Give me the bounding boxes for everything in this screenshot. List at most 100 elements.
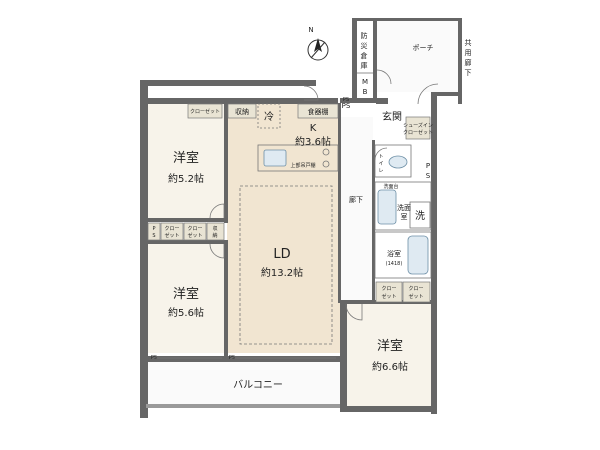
ps-mid-label: PS [343,97,349,103]
ps-left-p: P [152,226,155,232]
wall-bottom-right [344,406,437,412]
mb-label-b: B [363,88,368,96]
ld-size: 約13.2帖 [261,266,303,279]
wall-room1-bottom [148,218,228,222]
balcony-floor [146,362,344,404]
corridor-floor [340,117,373,302]
fridge-label: 冷 [264,110,274,123]
washroom-label-1: 洗面 [397,203,411,212]
bathroom-room [374,231,432,279]
storage-small-bottom: 納 [212,232,217,239]
ld-name: LD [273,247,290,262]
toilet-label-3: レ [378,168,383,174]
wall-balcony-right [340,303,347,412]
storage-small-top: 収 [212,225,217,232]
wall-balcony-inner [146,356,344,362]
porch-name: ポーチ [413,44,434,52]
washroom-note: 洗面台 [383,183,398,190]
wall-entry-top [340,98,376,103]
wall-room1-ldk [224,103,228,223]
room2-size: 約5.6帖 [168,306,204,319]
wall-top-mid [148,98,338,104]
closet-a-bottom: ゼット [164,232,179,239]
ps-right-p: P [426,162,430,170]
kitchen-sink [263,149,287,167]
disaster-storage-2: 災 [361,42,368,50]
stove-burner-2 [322,160,330,168]
wall-porch-bottom [437,92,462,96]
disaster-storage-3: 倉 [361,51,368,60]
wall-storage-left [352,18,357,100]
bathroom-size: (1418) [386,261,403,267]
room3-size: 約6.6帖 [372,360,408,373]
door-toilet [374,147,388,161]
kitchen-counter [257,144,339,172]
ps-top-label: PS [342,102,351,110]
compass-north: N [308,26,313,34]
closet-a-top: クロー [164,226,179,232]
wall-room2-top [148,240,228,244]
shoe-closet [405,116,431,140]
shared-corridor-3: 廊 [465,58,472,67]
porch-floor [376,20,462,92]
washroom-label-2: 室 [401,212,408,221]
ps-left-s: S [152,233,155,239]
room1-closet-label: クローゼット [190,108,220,115]
room1-size: 約5.2帖 [168,172,204,185]
ps-right-s: S [426,172,431,180]
bathtub [407,235,429,275]
shared-corridor-2: 用 [465,49,472,57]
bathroom-label: 浴室 [387,249,401,258]
ps-left-box [147,222,161,241]
kitchen-storage [227,103,257,119]
room1-name: 洋室 [173,150,199,166]
washroom-room [374,181,432,231]
shoe-closet-l2: クローゼット [403,129,433,136]
entrance-name: 玄関 [382,110,402,123]
wall-right [431,92,437,414]
wall-left [140,80,148,418]
room3-closet-b [402,281,431,303]
stove-burner-1 [322,148,330,156]
western-room-2-floor [148,243,225,353]
washer-space [409,201,431,229]
wall-ldk-corridor [338,103,341,303]
shoe-closet-l1: シューズイン [403,122,433,129]
balcony-name: バルコニー [233,379,283,391]
disaster-storage-4: 庫 [361,61,368,70]
wall-corridor-right [372,140,375,302]
wall-entry-top-2 [376,98,388,104]
kitchen-name: K [310,123,317,134]
room3-closet-a-top: クロー [381,286,396,292]
storage-small [206,222,225,241]
wash-basin [377,189,397,225]
wall-room2-ldk [224,240,228,356]
door-room1 [209,203,225,219]
wall-storage-top [352,18,462,21]
kitchen-size: 約3.6帖 [295,135,331,148]
disaster-storage-1: 防 [361,31,368,40]
toilet-room [374,144,412,178]
room2-name: 洋室 [173,286,199,302]
wash-label: 洗 [415,210,425,222]
door-storage [376,69,392,85]
ld-dashed-area [239,185,333,345]
mb-label-m: M [362,78,368,86]
closet-b [183,222,207,241]
door-entrance [417,83,439,105]
compass-icon [307,38,329,61]
western-room-3-floor [347,303,433,406]
closet-a [160,222,184,241]
wall-bottom-balcony [146,404,344,408]
toilet-label-2: イ [378,161,383,167]
room3-name: 洋室 [377,338,403,354]
room1-closet [187,103,223,119]
toilet-label-1: ト [378,154,383,160]
western-room-1-floor [148,103,225,221]
shared-corridor-4: 下 [465,69,472,77]
room3-closet-b-top: クロー [408,286,423,292]
pantry [297,103,339,119]
room3-closet-a [375,281,403,303]
door-top [303,85,319,101]
